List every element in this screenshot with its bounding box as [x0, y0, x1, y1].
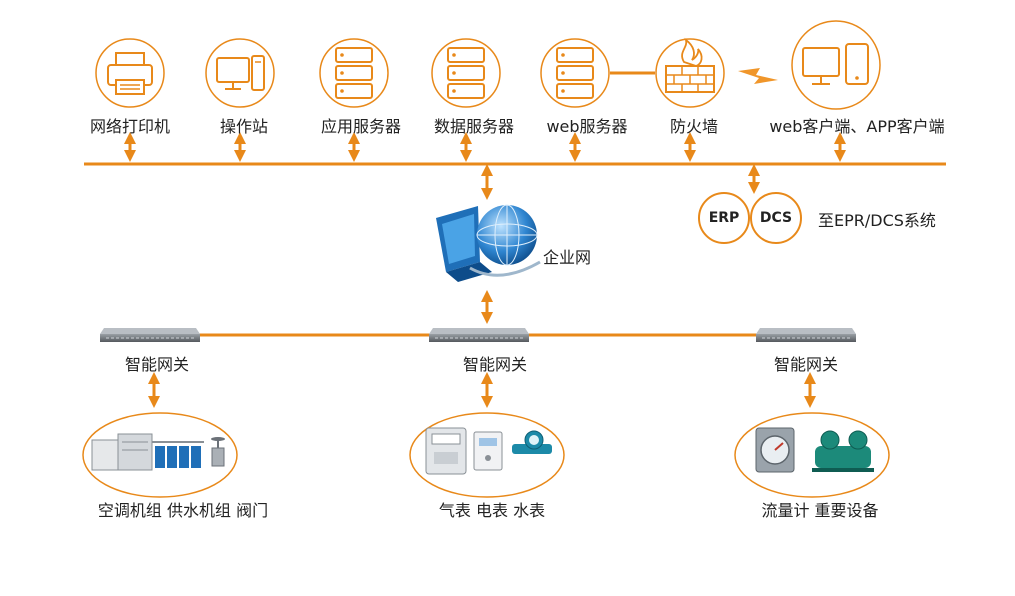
gateway-switch-2 — [429, 328, 529, 342]
label-firewall: 防火墙 — [669, 117, 719, 136]
gateway-switch-1 — [100, 328, 200, 342]
workstation-icon — [205, 38, 275, 108]
label-external-system: 至EPR/DCS系统 — [818, 211, 936, 230]
printer-icon — [95, 38, 165, 108]
gateway-switch-3 — [756, 328, 856, 342]
label-clients: web客户端、APP客户端 — [769, 117, 945, 136]
label-web-server: web服务器 — [546, 117, 628, 136]
label-enterprise-network: 企业网 — [543, 248, 592, 267]
hvac-water-valve-icon — [82, 412, 238, 498]
meters-icon — [409, 412, 565, 498]
app-server-icon — [319, 38, 389, 108]
label-gateway-1: 智能网关 — [124, 355, 190, 374]
label-workstation: 操作站 — [219, 117, 269, 136]
label-devices-2: 气表 电表 水表 — [438, 501, 546, 520]
label-printer: 网络打印机 — [89, 117, 171, 136]
desktop-phone-icon — [791, 20, 881, 110]
label-db-server: 数据服务器 — [433, 117, 515, 136]
label-gateway-2: 智能网关 — [462, 355, 528, 374]
db-server-icon — [431, 38, 501, 108]
badge-dcs: DCS — [750, 192, 802, 244]
flowmeter-equipment-icon — [734, 412, 890, 498]
lightning-icon — [738, 68, 778, 84]
label-app-server: 应用服务器 — [320, 117, 402, 136]
firewall-icon — [655, 37, 725, 108]
label-devices-1: 空调机组 供水机组 阀门 — [97, 501, 269, 520]
label-devices-3: 流量计 重要设备 — [761, 501, 879, 520]
label-gateway-3: 智能网关 — [773, 355, 839, 374]
badge-erp: ERP — [698, 192, 750, 244]
globe-network-icon — [436, 204, 541, 282]
web-server-icon — [540, 38, 610, 108]
